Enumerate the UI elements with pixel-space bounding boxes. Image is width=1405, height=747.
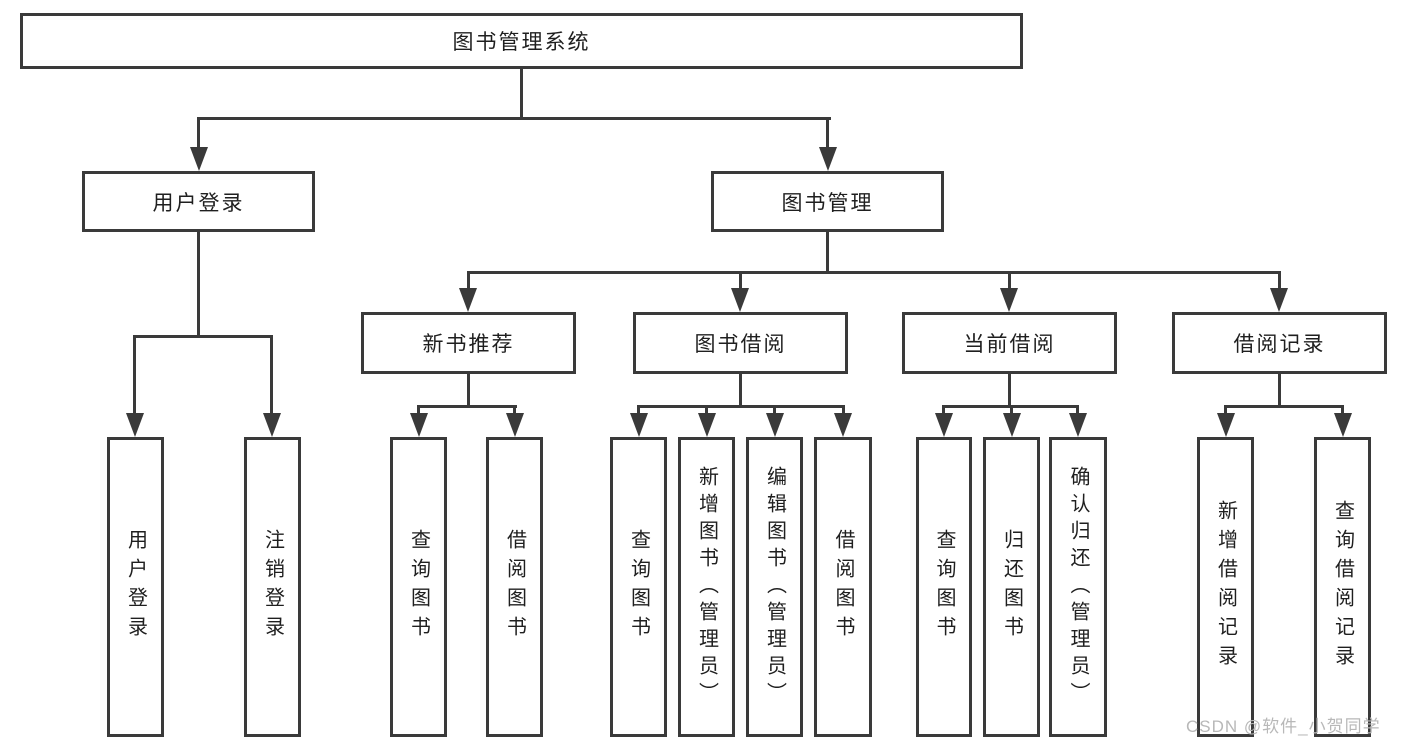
arrowhead-book-borrow bbox=[731, 288, 749, 312]
leaf-confirm-return-admin-label: 确认归还（管理员） bbox=[1067, 465, 1089, 709]
leaf-query-books-2-label: 查询图书 bbox=[627, 529, 650, 645]
connector-root-bar bbox=[197, 117, 831, 120]
arrowhead-leaf-return-book bbox=[1003, 413, 1021, 437]
connector-leaf-login-stem bbox=[133, 335, 136, 417]
leaf-user-login-label: 用户登录 bbox=[124, 529, 147, 645]
leaf-borrow-books-1: 借阅图书 bbox=[486, 437, 543, 737]
connector-book-mgmt-bar bbox=[467, 271, 1281, 274]
node-book-mgmt: 图书管理 bbox=[711, 171, 944, 232]
connector-leaf-stem bbox=[773, 405, 776, 417]
connector-borrow-record-stem bbox=[1278, 271, 1281, 291]
leaf-add-borrow-record: 新增借阅记录 bbox=[1197, 437, 1254, 737]
node-new-book-rec-label: 新书推荐 bbox=[422, 333, 515, 356]
leaf-query-books-3-label: 查询图书 bbox=[933, 529, 955, 645]
csdn-watermark: CSDN @软件_小贺同学 bbox=[1186, 717, 1381, 736]
connector-leaf-stem bbox=[1224, 405, 1227, 417]
node-current-borrow-label: 当前借阅 bbox=[963, 333, 1056, 356]
leaf-query-borrow-record: 查询借阅记录 bbox=[1314, 437, 1371, 737]
connector-user-login-down bbox=[197, 232, 200, 335]
arrowhead-current-borrow bbox=[1000, 288, 1018, 312]
leaf-query-books-3: 查询图书 bbox=[916, 437, 972, 737]
connector-book-borrow-down bbox=[739, 374, 742, 405]
connector-leaf-stem bbox=[1341, 405, 1344, 417]
connector-leaf-stem bbox=[417, 405, 420, 417]
connector-new-book-stem bbox=[467, 271, 470, 291]
arrowhead-leaf-query-books-2 bbox=[630, 413, 648, 437]
leaf-logout-label: 注销登录 bbox=[261, 529, 284, 645]
arrowhead-user-login bbox=[190, 147, 208, 171]
leaf-borrow-books-2: 借阅图书 bbox=[814, 437, 872, 737]
leaf-query-books-1: 查询图书 bbox=[390, 437, 447, 737]
leaf-query-books-1-label: 查询图书 bbox=[407, 529, 430, 645]
node-new-book-rec: 新书推荐 bbox=[361, 312, 576, 374]
node-user-login-label: 用户登录 bbox=[152, 191, 245, 215]
leaf-add-borrow-record-label: 新增借阅记录 bbox=[1214, 500, 1237, 674]
connector-leaf-stem bbox=[842, 405, 845, 417]
arrowhead-leaf-logout bbox=[263, 413, 281, 437]
connector-book-borrow-bar bbox=[637, 405, 845, 408]
leaf-logout: 注销登录 bbox=[244, 437, 301, 737]
leaf-user-login: 用户登录 bbox=[107, 437, 164, 737]
leaf-add-book-admin-label: 新增图书（管理员） bbox=[695, 465, 718, 709]
arrowhead-leaf-edit-book bbox=[766, 413, 784, 437]
node-current-borrow: 当前借阅 bbox=[902, 312, 1117, 374]
connector-current-borrow-stem bbox=[1008, 271, 1011, 291]
leaf-return-book-label: 归还图书 bbox=[1000, 529, 1023, 645]
connector-leaf-stem bbox=[513, 405, 516, 417]
arrowhead-borrow-record bbox=[1270, 288, 1288, 312]
connector-book-borrow-stem bbox=[739, 271, 742, 291]
connector-user-login-stem bbox=[197, 117, 200, 151]
arrowhead-leaf-confirm-return bbox=[1069, 413, 1087, 437]
leaf-edit-book-admin-label: 编辑图书（管理员） bbox=[763, 465, 786, 709]
connector-new-book-down bbox=[467, 374, 470, 405]
leaf-query-books-2: 查询图书 bbox=[610, 437, 667, 737]
node-borrow-record: 借阅记录 bbox=[1172, 312, 1387, 374]
node-root-label: 图书管理系统 bbox=[452, 31, 591, 54]
connector-leaf-stem bbox=[1076, 405, 1079, 417]
arrowhead-leaf-login bbox=[126, 413, 144, 437]
connector-book-mgmt-stem bbox=[826, 117, 829, 151]
node-book-borrow-label: 图书借阅 bbox=[694, 333, 787, 356]
connector-book-mgmt-down bbox=[826, 232, 829, 271]
connector-leaf-stem bbox=[637, 405, 640, 417]
arrowhead-leaf-query-books-1 bbox=[410, 413, 428, 437]
leaf-borrow-books-1-label: 借阅图书 bbox=[503, 529, 526, 645]
connector-borrow-record-bar bbox=[1224, 405, 1344, 408]
arrowhead-leaf-add-book bbox=[698, 413, 716, 437]
arrowhead-leaf-add-record bbox=[1217, 413, 1235, 437]
node-root: 图书管理系统 bbox=[20, 13, 1023, 69]
connector-leaf-logout-stem bbox=[270, 335, 273, 417]
leaf-query-borrow-record-label: 查询借阅记录 bbox=[1331, 500, 1354, 674]
leaf-confirm-return-admin: 确认归还（管理员） bbox=[1049, 437, 1107, 737]
arrowhead-new-book bbox=[459, 288, 477, 312]
arrowhead-book-mgmt bbox=[819, 147, 837, 171]
connector-leaf-stem bbox=[942, 405, 945, 417]
connector-leaf-stem bbox=[705, 405, 708, 417]
node-book-borrow: 图书借阅 bbox=[633, 312, 848, 374]
leaf-return-book: 归还图书 bbox=[983, 437, 1040, 737]
connector-leaf-stem bbox=[1010, 405, 1013, 417]
arrowhead-leaf-borrow-books-1 bbox=[506, 413, 524, 437]
connector-borrow-record-down bbox=[1278, 374, 1281, 405]
node-user-login: 用户登录 bbox=[82, 171, 315, 232]
connector-current-borrow-down bbox=[1008, 374, 1011, 405]
arrowhead-leaf-query-record bbox=[1334, 413, 1352, 437]
leaf-edit-book-admin: 编辑图书（管理员） bbox=[746, 437, 803, 737]
leaf-borrow-books-2-label: 借阅图书 bbox=[832, 529, 854, 645]
arrowhead-leaf-query-books-3 bbox=[935, 413, 953, 437]
leaf-add-book-admin: 新增图书（管理员） bbox=[678, 437, 735, 737]
connector-new-book-bar bbox=[417, 405, 517, 408]
connector-user-login-bar bbox=[133, 335, 273, 338]
arrowhead-leaf-borrow-books-2 bbox=[834, 413, 852, 437]
connector-root-stem bbox=[520, 69, 523, 117]
node-borrow-record-label: 借阅记录 bbox=[1233, 333, 1326, 356]
node-book-mgmt-label: 图书管理 bbox=[781, 191, 874, 215]
